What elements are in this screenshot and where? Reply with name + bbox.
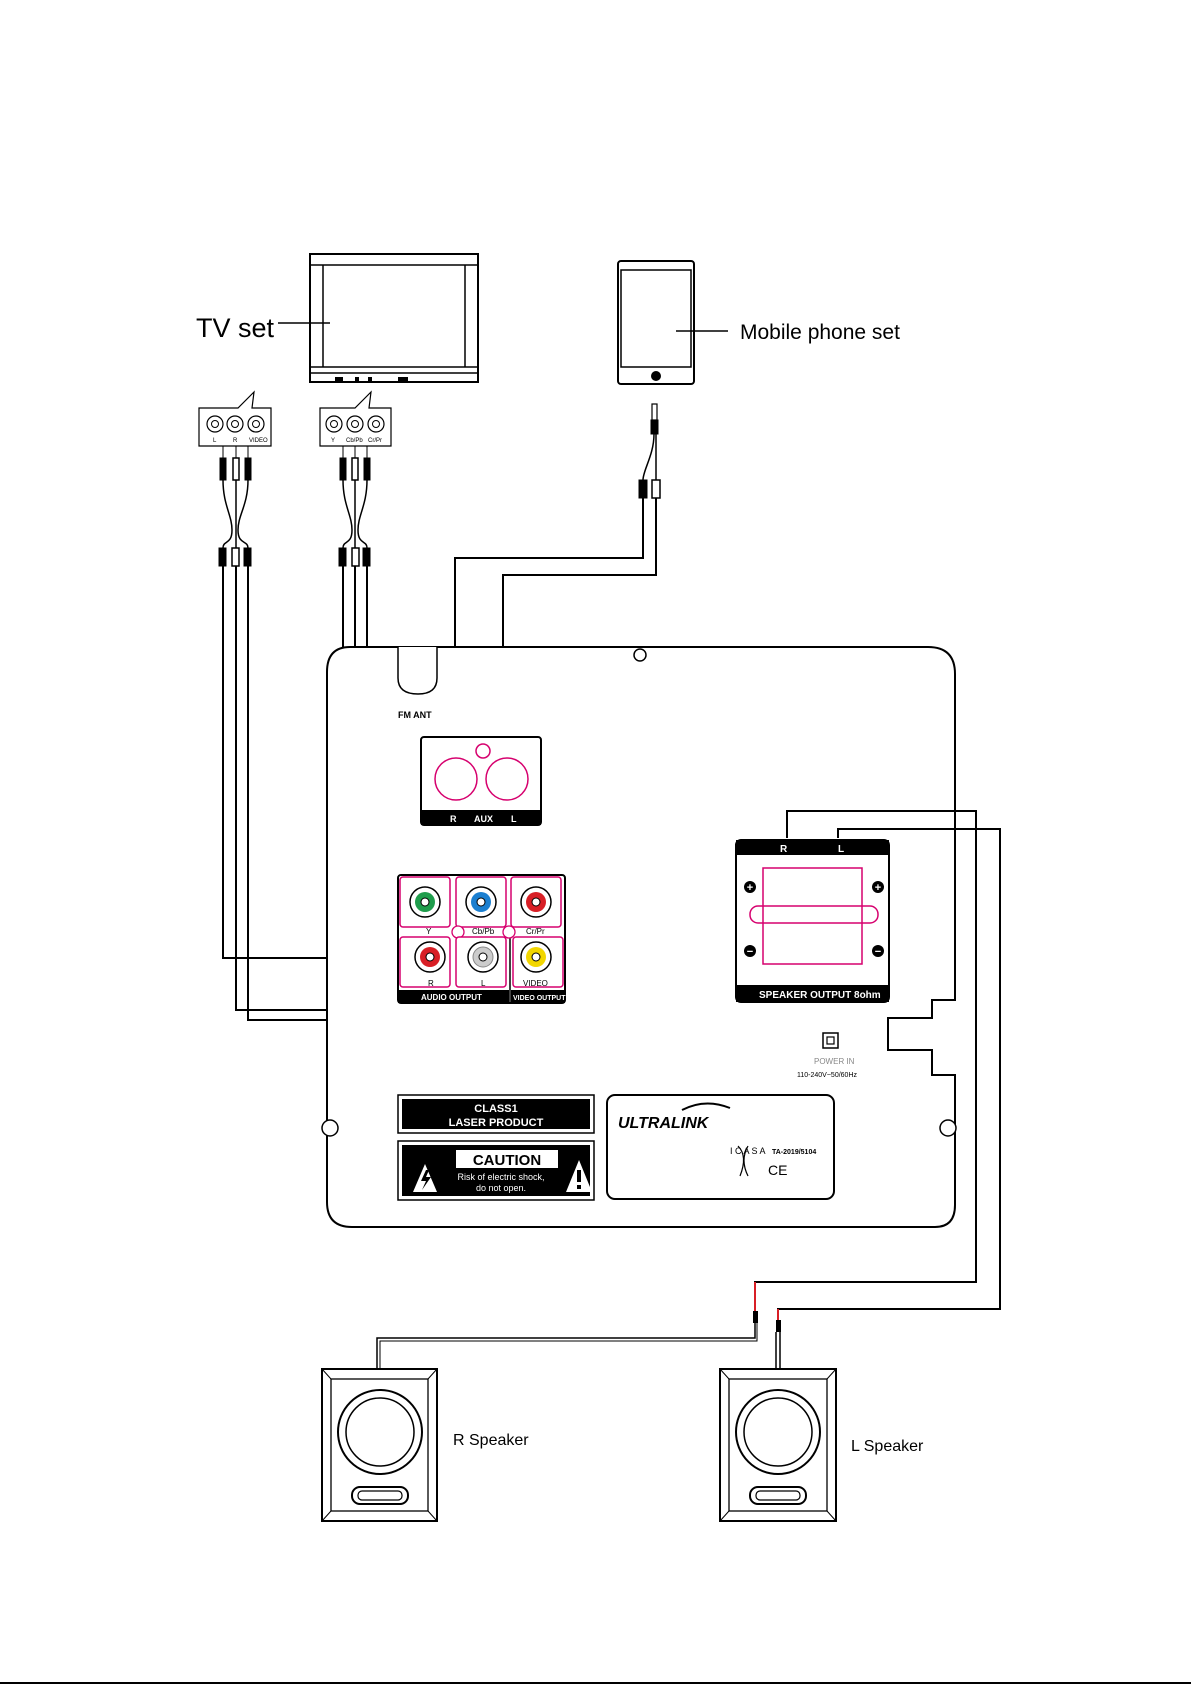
aux-cable bbox=[639, 404, 660, 498]
ce-mark: CE bbox=[768, 1162, 787, 1178]
audio-l-jack-label: L bbox=[481, 979, 486, 988]
audio-output-label: AUDIO OUTPUT bbox=[421, 993, 482, 1002]
svg-text:−: − bbox=[747, 946, 753, 958]
brand-logo-text: ULTRALINK bbox=[618, 1115, 710, 1132]
speaker-r-label: R bbox=[780, 844, 788, 855]
video-output-label: VIDEO OUTPUT bbox=[513, 995, 566, 1002]
tv-jack-cr-label: Cr/Pr bbox=[368, 438, 382, 444]
r-speaker bbox=[322, 1369, 437, 1521]
mobile-phone-label: Mobile phone set bbox=[740, 321, 900, 344]
video-jack-label: VIDEO bbox=[523, 979, 548, 988]
cr-jack-label: Cr/Pr bbox=[526, 927, 545, 936]
l-speaker bbox=[720, 1369, 836, 1521]
speaker-l-label: L bbox=[838, 844, 844, 855]
l-speaker-label: L Speaker bbox=[851, 1438, 924, 1455]
r-speaker-label: R Speaker bbox=[453, 1432, 529, 1449]
y-jack-label: Y bbox=[426, 927, 432, 936]
tv-jack-video-label: VIDEO bbox=[249, 438, 268, 444]
tv-jack-y-label: Y bbox=[331, 438, 335, 444]
class1-text: CLASS1 bbox=[474, 1103, 517, 1115]
svg-text:−: − bbox=[875, 946, 881, 958]
tv-set bbox=[278, 254, 478, 382]
power-in-label: POWER IN bbox=[814, 1057, 855, 1066]
caution-line2: do not open. bbox=[476, 1183, 526, 1193]
power-in-icon bbox=[823, 1033, 838, 1048]
svg-text:+: + bbox=[875, 882, 881, 894]
aux-r-label: R bbox=[450, 814, 457, 824]
av-rca-cable bbox=[219, 446, 251, 566]
aux-label: AUX bbox=[474, 814, 493, 824]
laser-product-text: LASER PRODUCT bbox=[449, 1117, 544, 1129]
audio-r-jack-label: R bbox=[428, 979, 434, 988]
tv-jack-cb-label: Cb/Pb bbox=[346, 438, 363, 444]
brand-certification-label bbox=[607, 1095, 834, 1199]
speaker-output-label: SPEAKER OUTPUT 8ohm bbox=[759, 990, 881, 1001]
power-spec-label: 110-240V~50/60Hz bbox=[797, 1072, 857, 1079]
cb-jack-label: Cb/Pb bbox=[472, 927, 495, 936]
ta-number-text: TA-2019/5104 bbox=[772, 1149, 816, 1156]
caution-title: CAUTION bbox=[473, 1152, 541, 1169]
svg-text:+: + bbox=[747, 882, 753, 894]
speaker-wire-ends bbox=[377, 1282, 781, 1369]
aux-l-label: L bbox=[511, 814, 517, 824]
aux-input-block[interactable] bbox=[421, 737, 541, 825]
fm-ant-label: FM ANT bbox=[398, 710, 432, 720]
caution-line1: Risk of electric shock, bbox=[457, 1172, 544, 1182]
icasa-text: I C A S A bbox=[730, 1146, 766, 1156]
speaker-output-block[interactable]: + + − − bbox=[736, 840, 889, 1002]
mobile-phone bbox=[618, 261, 728, 384]
tv-jack-r-label: R bbox=[233, 438, 238, 444]
tv-set-label: TV set bbox=[196, 313, 275, 343]
component-rca-cable bbox=[339, 446, 370, 566]
